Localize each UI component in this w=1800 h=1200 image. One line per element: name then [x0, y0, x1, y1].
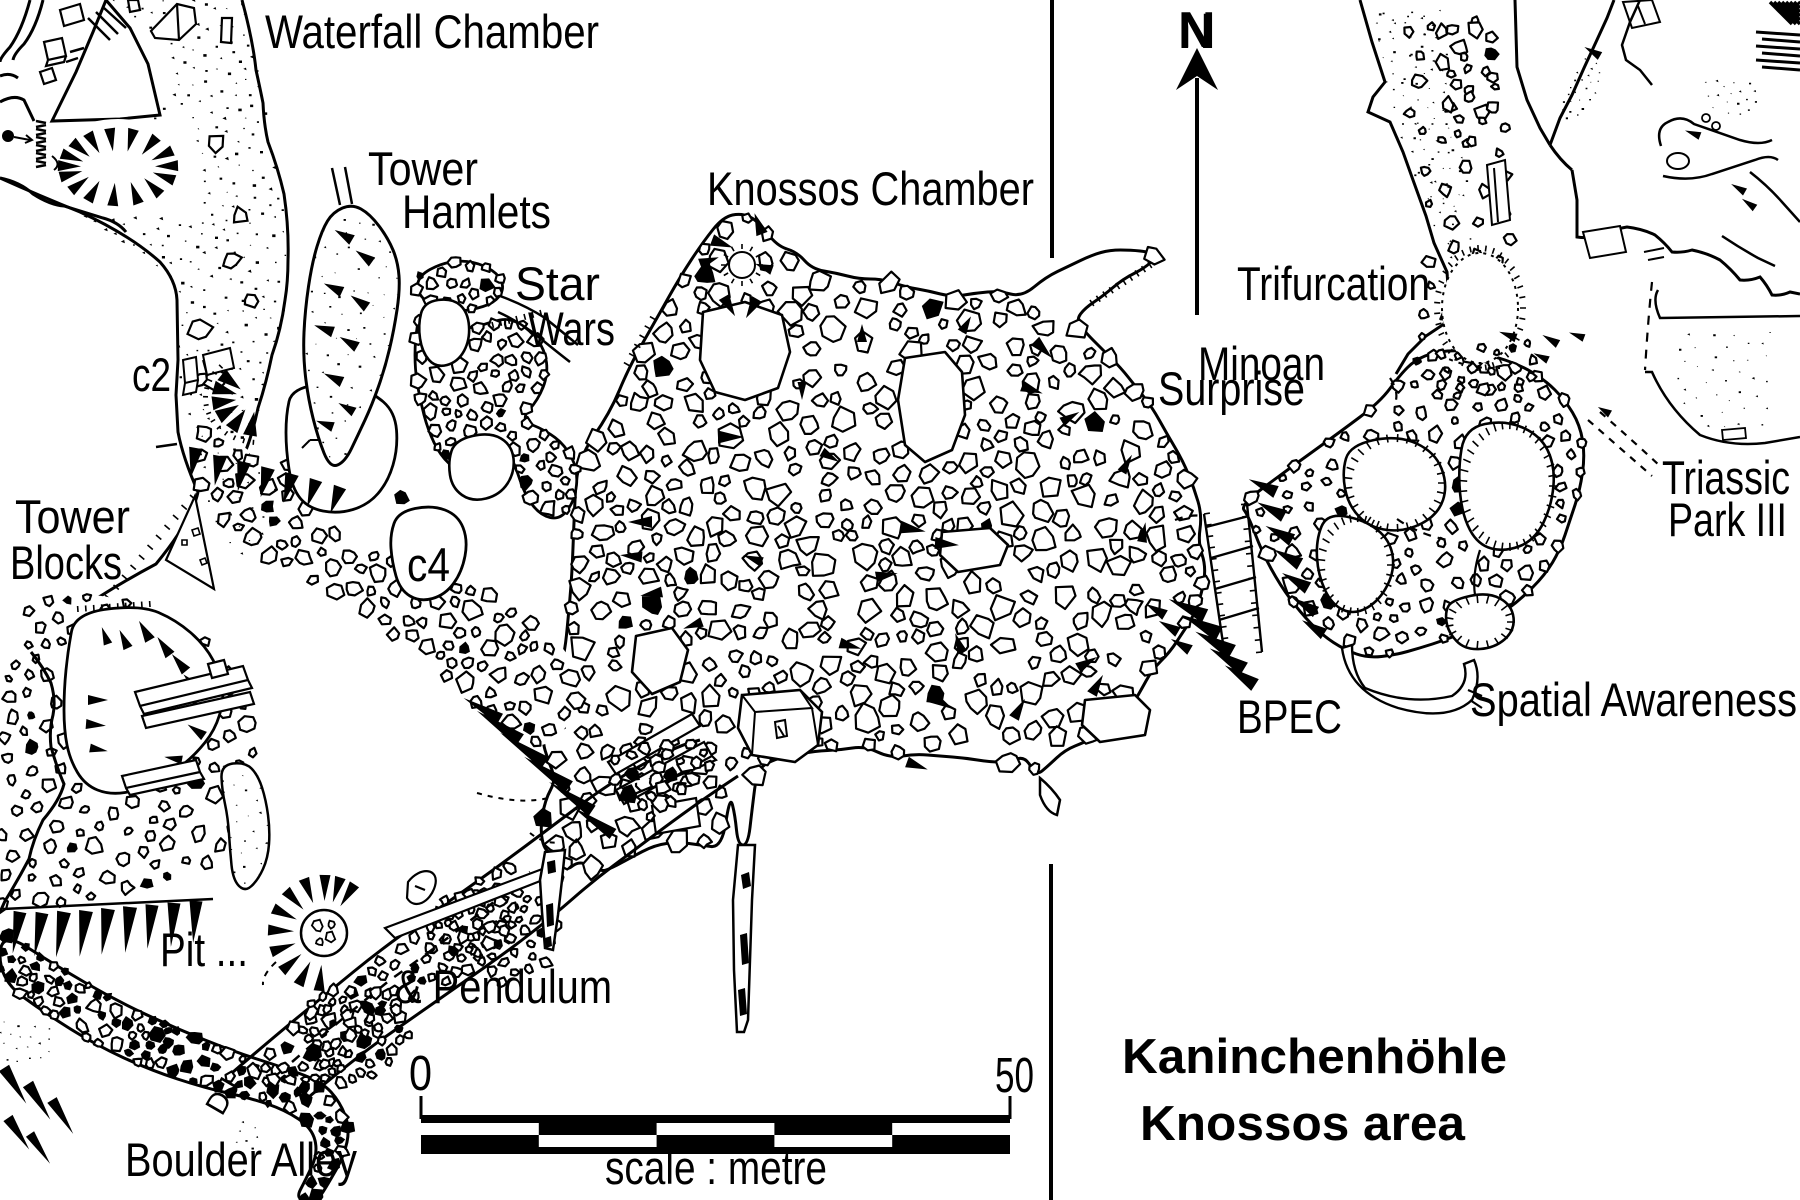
- svg-text:Blocks: Blocks: [10, 536, 122, 589]
- svg-text:Pit ...: Pit ...: [160, 923, 248, 976]
- svg-text:Knossos Chamber: Knossos Chamber: [707, 162, 1034, 215]
- svg-text:c4: c4: [407, 538, 450, 591]
- svg-text:BPEC: BPEC: [1237, 690, 1342, 743]
- svg-text:Surprise: Surprise: [1158, 362, 1305, 415]
- svg-text:Spatial Awareness: Spatial Awareness: [1470, 673, 1797, 726]
- svg-text:Waterfall Chamber: Waterfall Chamber: [265, 5, 599, 58]
- svg-text:0: 0: [409, 1047, 432, 1101]
- svg-text:N: N: [1179, 5, 1213, 58]
- svg-text:Star: Star: [515, 257, 600, 310]
- svg-text:50: 50: [995, 1049, 1034, 1103]
- svg-text:Triassic: Triassic: [1662, 451, 1790, 504]
- svg-text:& Pendulum: & Pendulum: [395, 960, 612, 1013]
- svg-text:Tower: Tower: [368, 142, 478, 195]
- svg-text:scale : metre: scale : metre: [605, 1141, 827, 1194]
- svg-text:Hamlets: Hamlets: [402, 185, 551, 238]
- svg-text:Trifurcation: Trifurcation: [1237, 257, 1430, 310]
- svg-text:Tower: Tower: [15, 490, 130, 543]
- svg-text:Kaninchenhöhle: Kaninchenhöhle: [1122, 1030, 1507, 1084]
- svg-text:Knossos area: Knossos area: [1140, 1097, 1466, 1151]
- svg-text:Wars: Wars: [528, 302, 615, 355]
- svg-text:c2: c2: [132, 348, 171, 401]
- svg-text:Minoan: Minoan: [1198, 337, 1325, 390]
- svg-text:Boulder Alley: Boulder Alley: [125, 1133, 357, 1186]
- svg-text:Park III: Park III: [1668, 493, 1787, 546]
- svg-text:N: N: [1178, 2, 1216, 60]
